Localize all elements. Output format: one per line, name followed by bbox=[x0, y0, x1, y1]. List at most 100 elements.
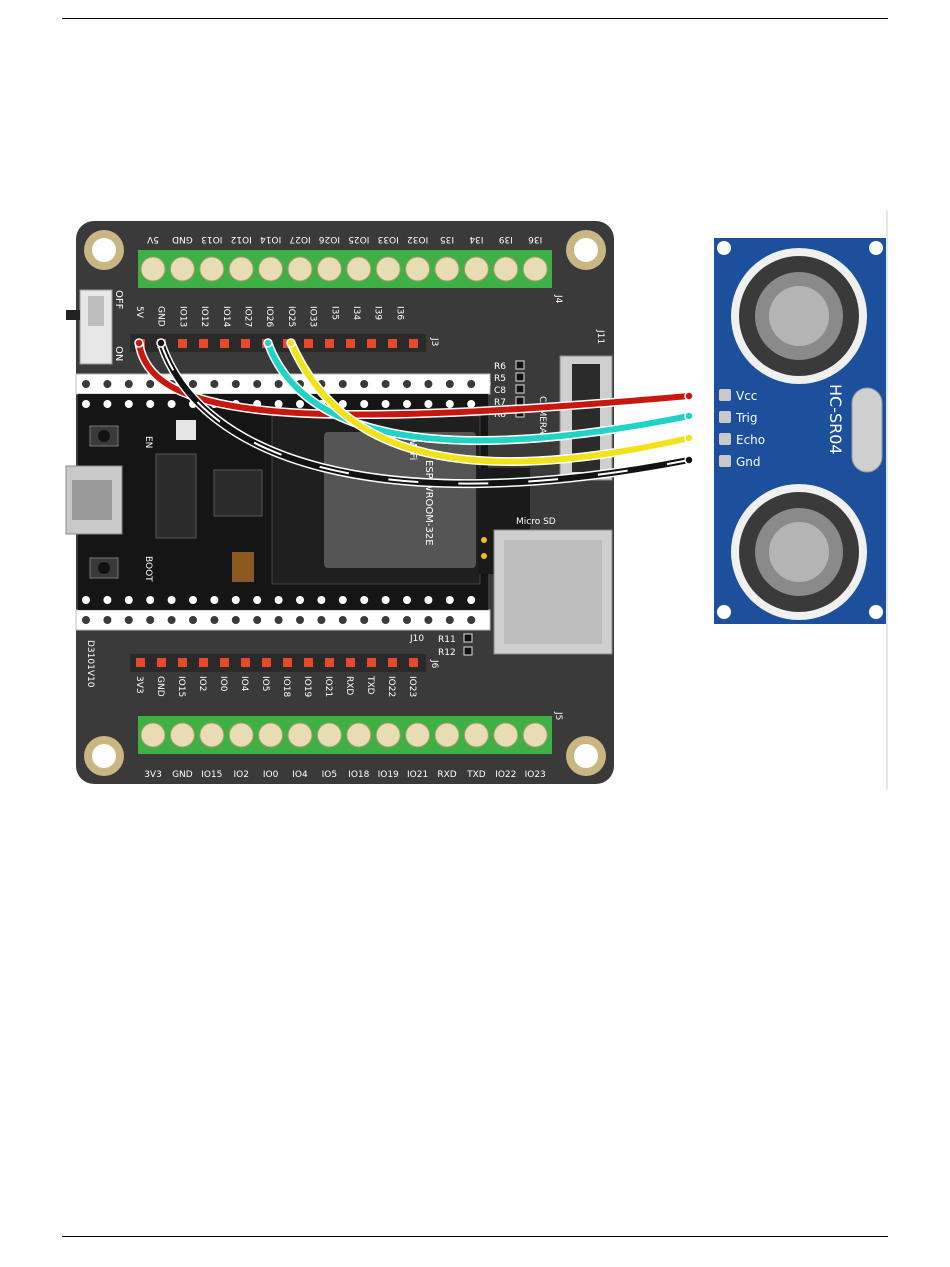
wire-end bbox=[684, 433, 694, 443]
top-header-label: IO26 bbox=[264, 306, 274, 327]
strip-hole bbox=[210, 380, 219, 388]
sensor-pin-label: Gnd bbox=[736, 455, 761, 469]
devkit-hole bbox=[467, 400, 476, 408]
terminal-screw bbox=[287, 722, 313, 748]
strip-hole bbox=[381, 616, 390, 624]
bottom-header-label: GND bbox=[155, 676, 165, 697]
strip-hole bbox=[403, 380, 411, 388]
strip-hole bbox=[338, 616, 347, 624]
sensor-pin-pad bbox=[719, 455, 731, 467]
header-pin bbox=[346, 658, 355, 667]
top-terminal-label: GND bbox=[172, 234, 193, 244]
top-terminal-label: IO12 bbox=[231, 234, 252, 244]
header-rule bbox=[62, 18, 888, 19]
strip-hole bbox=[445, 616, 454, 624]
strip-hole bbox=[338, 380, 347, 388]
strip-hole bbox=[467, 616, 476, 624]
sensor-pin-label: Vcc bbox=[736, 389, 757, 403]
resistor bbox=[515, 384, 525, 394]
boot-button-cap[interactable] bbox=[98, 562, 110, 574]
header-j6 bbox=[130, 654, 426, 672]
devkit-hole bbox=[103, 596, 112, 604]
resistor bbox=[463, 633, 473, 643]
devkit-hole bbox=[296, 400, 304, 408]
footer-rule bbox=[62, 1236, 888, 1237]
strip-hole bbox=[296, 616, 304, 624]
devkit-hole bbox=[381, 596, 390, 604]
terminal-screw bbox=[346, 722, 372, 748]
terminal-screw bbox=[434, 256, 460, 282]
bottom-header-label: IO2 bbox=[197, 676, 207, 691]
devkit-hole bbox=[424, 400, 433, 408]
bottom-header-label: RXD bbox=[344, 676, 354, 695]
strip-hole bbox=[274, 616, 283, 624]
terminal-screw bbox=[405, 256, 431, 282]
strip-hole bbox=[360, 616, 369, 624]
header-j3 bbox=[130, 334, 426, 352]
header-pin bbox=[199, 658, 208, 667]
j4-label: J4 bbox=[553, 294, 563, 304]
top-header-label: 5V bbox=[134, 306, 144, 319]
devkit-hole bbox=[82, 400, 90, 408]
terminal-screw bbox=[258, 722, 284, 748]
terminal-screw bbox=[228, 722, 254, 748]
devkit-pin-holes bbox=[82, 400, 476, 604]
resistor-label: C8 bbox=[494, 386, 506, 396]
wire bbox=[288, 340, 692, 465]
strip-hole bbox=[253, 616, 262, 624]
top-terminal-label: IO26 bbox=[319, 234, 340, 244]
devkit-hole bbox=[338, 596, 347, 604]
strip-hole bbox=[403, 616, 411, 624]
bottom-terminal-label: IO0 bbox=[263, 770, 279, 780]
wire bbox=[265, 340, 692, 444]
bottom-terminal-label: IO22 bbox=[495, 770, 516, 780]
bottom-header-label: IO0 bbox=[218, 676, 228, 692]
wire-start bbox=[263, 338, 273, 348]
header-pin bbox=[241, 339, 250, 348]
header-pin bbox=[199, 339, 208, 348]
wire-start bbox=[156, 338, 166, 348]
top-header-label: IO33 bbox=[308, 306, 318, 327]
power-switch-knob[interactable] bbox=[88, 296, 104, 326]
strip-hole bbox=[146, 380, 155, 388]
top-terminal-label: IO25 bbox=[348, 234, 369, 244]
bottom-header-label: IO21 bbox=[323, 676, 333, 697]
bottom-terminal-label: IO5 bbox=[322, 770, 337, 780]
terminal-screw bbox=[258, 256, 284, 282]
devkit-hole bbox=[424, 596, 433, 604]
en-button-cap[interactable] bbox=[98, 430, 110, 442]
regulator-chip bbox=[213, 469, 263, 517]
transducer-top bbox=[731, 248, 867, 384]
terminal-screw bbox=[434, 722, 460, 748]
top-terminal-label: I35 bbox=[440, 234, 454, 244]
terminal-screw bbox=[375, 256, 401, 282]
header-pin bbox=[241, 658, 250, 667]
strip-hole bbox=[231, 616, 240, 624]
camera-label: CAMERA bbox=[537, 396, 547, 435]
devkit-hole bbox=[274, 400, 283, 408]
devkit-hole bbox=[445, 596, 454, 604]
strip-hole bbox=[103, 616, 112, 624]
devkit-hole bbox=[82, 596, 90, 604]
header-pin bbox=[409, 339, 418, 348]
resistor-label: R5 bbox=[494, 374, 506, 384]
header-pin bbox=[304, 339, 313, 348]
terminal-screw bbox=[375, 722, 401, 748]
devkit-hole bbox=[231, 596, 240, 604]
top-header-label: IO13 bbox=[177, 306, 187, 327]
sensor-pin-pad bbox=[719, 411, 731, 423]
top-terminal-label: I36 bbox=[528, 234, 542, 244]
wire-start bbox=[134, 338, 144, 348]
bottom-terminal-label: IO23 bbox=[525, 770, 546, 780]
usb-uart-chip bbox=[155, 453, 197, 539]
strip-hole bbox=[146, 616, 155, 624]
resistor-label: R12 bbox=[438, 648, 456, 658]
bottom-terminal-label: IO4 bbox=[292, 770, 308, 780]
terminal-screw bbox=[316, 256, 342, 282]
resistor bbox=[515, 396, 525, 406]
terminal-screw bbox=[169, 256, 195, 282]
devkit-hole bbox=[167, 596, 176, 604]
bottom-terminal-label: IO15 bbox=[201, 770, 222, 780]
